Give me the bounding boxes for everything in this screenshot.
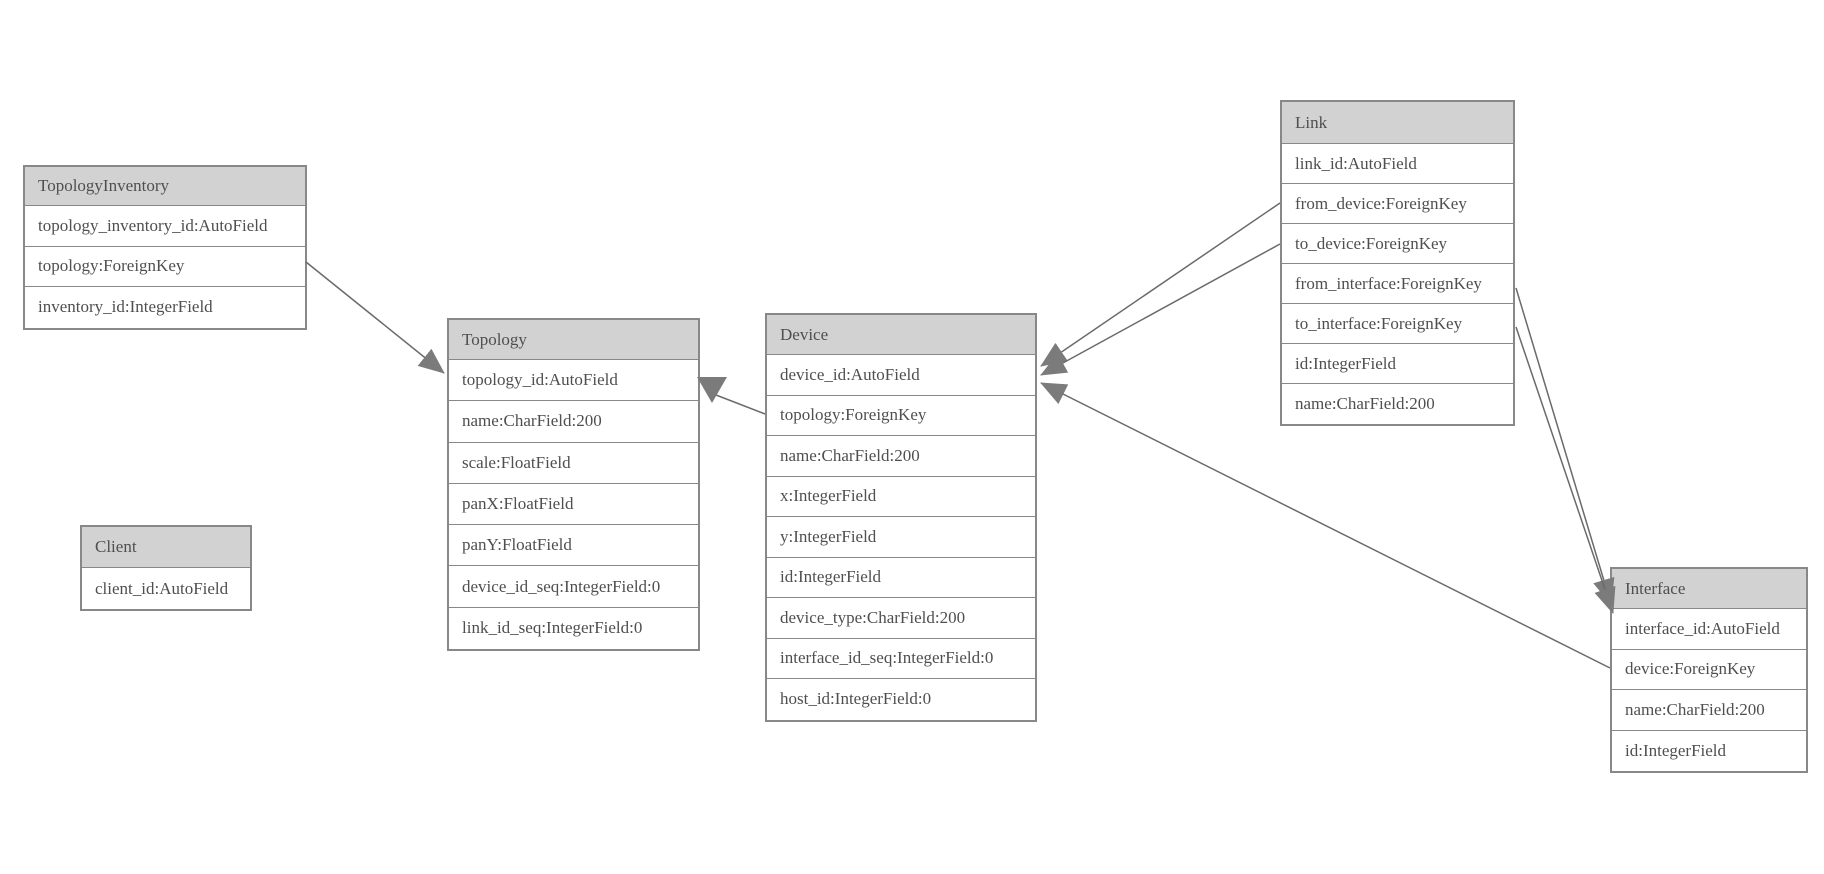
field-row: device:ForeignKey bbox=[1612, 650, 1806, 691]
entity-device: Device device_id:AutoField topology:Fore… bbox=[765, 313, 1037, 722]
relation-link-frominterface-interface bbox=[1515, 287, 1615, 605]
relation-device-topology bbox=[715, 394, 766, 415]
entity-client: Client client_id:AutoField bbox=[80, 525, 252, 611]
field-row: link_id:AutoField bbox=[1282, 144, 1513, 184]
field-row: id:IntegerField bbox=[1282, 344, 1513, 384]
entity-link: Link link_id:AutoField from_device:Forei… bbox=[1280, 100, 1515, 426]
field-row: panX:FloatField bbox=[449, 484, 698, 526]
relation-link-fromdevice-device bbox=[1040, 202, 1281, 367]
field-row: x:IntegerField bbox=[767, 477, 1035, 517]
relation-link-tointerface-interface bbox=[1515, 326, 1616, 614]
entity-topology-header: Topology bbox=[449, 320, 698, 360]
field-row: name:CharField:200 bbox=[1295, 394, 1435, 413]
field-row: interface_id_seq:IntegerField:0 bbox=[767, 639, 1035, 679]
entity-topology: Topology topology_id:AutoField name:Char… bbox=[447, 318, 700, 652]
field-row: to_device:ForeignKey bbox=[1282, 224, 1513, 264]
entity-topologyinventory: TopologyInventory topology_inventory_id:… bbox=[23, 165, 307, 330]
entity-link-header: Link bbox=[1282, 102, 1513, 144]
field-row: id:IntegerField bbox=[1625, 741, 1727, 761]
relation-topologyinventory-topology bbox=[305, 261, 445, 374]
field-row: from_interface:ForeignKey bbox=[1282, 264, 1513, 304]
field-row: interface_id:AutoField bbox=[1612, 609, 1806, 650]
arrowhead-device-topology bbox=[697, 377, 727, 403]
field-row: topology_id:AutoField bbox=[449, 360, 698, 402]
field-row: y:IntegerField bbox=[767, 517, 1035, 558]
field-row: client_id:AutoField bbox=[95, 578, 229, 598]
entity-topologyinventory-header: TopologyInventory bbox=[25, 167, 305, 206]
field-row: name:CharField:200 bbox=[449, 401, 698, 443]
field-row: topology:ForeignKey bbox=[767, 396, 1035, 436]
field-row: topology_inventory_id:AutoField bbox=[25, 206, 305, 247]
entity-interface: Interface interface_id:AutoField device:… bbox=[1610, 567, 1808, 774]
field-row: device_type:CharField:200 bbox=[767, 598, 1035, 639]
entity-device-header: Device bbox=[767, 315, 1035, 355]
field-row: name:CharField:200 bbox=[767, 436, 1035, 477]
entity-client-header: Client bbox=[82, 527, 250, 568]
field-row: from_device:ForeignKey bbox=[1282, 184, 1513, 224]
field-row: inventory_id:IntegerField bbox=[38, 297, 213, 317]
field-row: scale:FloatField bbox=[449, 443, 698, 484]
field-row: device_id:AutoField bbox=[767, 355, 1035, 396]
field-row: to_interface:ForeignKey bbox=[1282, 304, 1513, 344]
field-row: device_id_seq:IntegerField:0 bbox=[449, 566, 698, 608]
field-row: host_id:IntegerField:0 bbox=[780, 689, 932, 709]
entity-interface-header: Interface bbox=[1612, 569, 1806, 609]
relation-link-todevice-device bbox=[1040, 243, 1281, 376]
field-row: id:IntegerField bbox=[767, 558, 1035, 598]
field-row: link_id_seq:IntegerField:0 bbox=[462, 618, 643, 638]
field-row: name:CharField:200 bbox=[1612, 690, 1806, 731]
field-row: topology:ForeignKey bbox=[25, 247, 305, 287]
field-row: panY:FloatField bbox=[449, 525, 698, 567]
